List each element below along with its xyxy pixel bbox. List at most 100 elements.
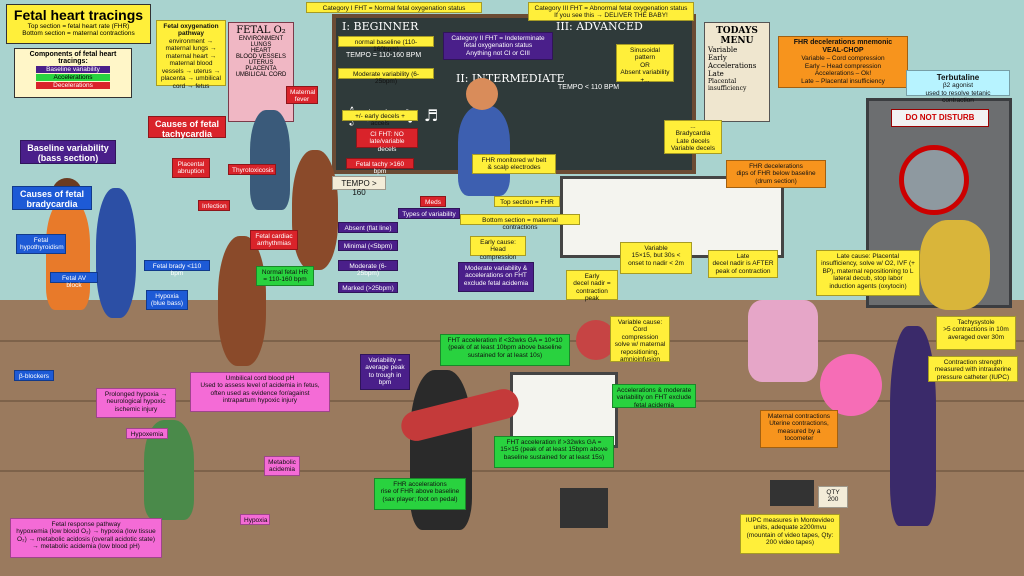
conductor-head <box>466 78 498 110</box>
thyrotoxicosis-note: Thyrotoxicosis <box>228 164 276 175</box>
menu-item: Placental insufficiency <box>708 78 747 92</box>
board-advanced: III: ADVANCED <box>556 20 643 33</box>
tuba-icon <box>920 220 990 310</box>
blue-bass-icon <box>96 188 136 318</box>
late-decel-note: Late decel nadir is AFTER peak of contra… <box>708 250 778 278</box>
category3-note: Category III FHT = Abnormal fetal oxygen… <box>528 2 694 21</box>
umbilical-note: Umbilical cord blood pH Used to assess l… <box>190 372 330 412</box>
component-chip: Accelerations <box>36 74 110 81</box>
beta-blockers-note: β-blockers <box>14 370 54 381</box>
poster-item: LUNGS <box>250 42 272 48</box>
components-heading: Components of fetal heart tracings: <box>29 51 117 65</box>
video-tapes-icon <box>770 480 814 506</box>
drum-icon <box>748 300 818 382</box>
bass-icon <box>292 150 338 270</box>
poster-item: UTERUS <box>248 60 274 66</box>
menu-item: Late <box>708 70 724 78</box>
menu-board: TODAYS MENU Variable Early Accelerations… <box>704 22 770 122</box>
board-tempo-right: TEMPO < 110 BPM <box>558 84 620 91</box>
board-beginner: I: BEGINNER <box>342 20 419 33</box>
ci-fht-note: CI FHT: NO late/variable decels <box>356 128 418 153</box>
moderate-note: Moderate (6-25bpm) <box>338 260 398 277</box>
menu-item: Accelerations <box>708 62 757 70</box>
veal-chop-note: FHR decelerations mnemonic VEAL-CHOP Var… <box>778 36 908 88</box>
poster-item: PLACENTA <box>245 66 277 72</box>
types-variability-note: Types of variability <box>398 208 460 219</box>
snare-icon <box>576 320 616 360</box>
top-section-note: Top section = FHR <box>494 196 560 207</box>
variable-decel-note: Variable 15×15, but 30s < onset to nadir… <box>620 242 692 274</box>
board-tempo-left: TEMPO = 110-160 BPM <box>346 52 422 59</box>
fetal-av-block-note: Fetal AV block <box>50 272 98 289</box>
hypoxia-blue-note: Hypoxia (blue bass) <box>146 290 188 310</box>
veal-chop-line: Accelerations – Ok! <box>814 70 872 78</box>
floor-line <box>0 470 1024 472</box>
accel-over32-note: FHT acceleration if >32wks GA = 15×15 (p… <box>494 436 614 468</box>
fetal-brady-note: Fetal brady <110 bpm <box>144 260 210 277</box>
poster-title: FETAL O₂ <box>236 25 286 36</box>
bass-player-figure <box>46 200 90 310</box>
veal-chop-line: Late – Placental insufficiency <box>801 77 885 85</box>
component-chip: Decelerations <box>36 82 110 89</box>
accelerations-note: Accelerations & moderate variability on … <box>612 384 696 409</box>
oxygenation-text: environment → maternal lungs → maternal … <box>161 37 221 90</box>
category1-note: Category I FHT = Normal fetal oxygenatio… <box>306 2 482 13</box>
terbutaline-text: β2 agonist used to resolve tetanic contr… <box>925 82 991 105</box>
infection-note: Infection <box>198 200 230 211</box>
normal-baseline-note: normal baseline (110-160bpm) <box>338 36 434 53</box>
menu-item: Early <box>708 54 727 62</box>
fhr-accels-note: FHR accelerations rise of FHR above base… <box>374 478 466 510</box>
accel-sheet <box>510 372 618 448</box>
menu-heading: TODAYS MENU <box>716 26 758 46</box>
fetal-hypothyroidism-note: Fetal hypothyroidism <box>16 234 66 254</box>
amplifier-icon <box>560 488 608 528</box>
early-decel-note: Early decel nadir = contraction peak <box>566 270 618 302</box>
no-entry-icon <box>899 145 969 215</box>
menu-item: Variable <box>708 46 738 54</box>
absent-note: Absent (flat line) <box>338 222 398 233</box>
poster-item: UMBILICAL CORD <box>235 72 287 78</box>
fhr-decels-note: FHR decelerations dips of FHR below base… <box>726 160 826 188</box>
title-line: Top section = fetal heart rate (FHR) <box>27 23 130 30</box>
accel-under32-note: FHT acceleration if <32wks GA = 10×10 (p… <box>440 334 570 366</box>
marked-note: Marked (>25bpm) <box>338 282 398 293</box>
meds-note: Meds <box>420 196 446 207</box>
cello-icon <box>218 236 266 366</box>
iupc-montevideo-note: IUPC measures in Montevideo units, adequ… <box>740 514 840 554</box>
baseline-variability-label: Baseline variability (bass section) <box>20 140 116 164</box>
pink-ball-icon <box>820 354 882 416</box>
normal-fetal-hr-note: Normal fetal HR = 110-160 bpm <box>256 266 314 286</box>
conductor-figure <box>458 106 510 196</box>
poster-item: ENVIRONMENT <box>238 36 284 42</box>
terbutaline-note: Terbutaline β2 agonist used to resolve t… <box>906 70 1010 104</box>
poster-item: BLOOD VESSELS <box>235 54 287 60</box>
iupc-strength-note: Contraction strength measured with intra… <box>928 356 1018 382</box>
early-decels-note: +/- early decels + accels <box>342 110 418 127</box>
veal-chop-heading: FHR decelerations mnemonic VEAL-CHOP <box>793 39 893 55</box>
oxygenation-note: Fetal oxygenation pathway environment → … <box>156 20 226 90</box>
fhr-monitored-note: FHR monitored w/ belt & scalp electrodes <box>472 154 556 174</box>
tempo-sign: TEMPO > 160 <box>332 176 386 197</box>
do-not-disturb-sign: DO NOT DISTURB <box>891 109 989 127</box>
title-box: Fetal heart tracings Top section = fetal… <box>6 4 151 44</box>
fetal-cardiac-note: Fetal cardiac arrhythmias <box>250 230 298 250</box>
placental-abruption-note: Placental abruption <box>172 158 210 178</box>
maternal-fever-note: Maternal fever <box>286 86 318 104</box>
component-chip: Baseline variability <box>36 66 110 73</box>
advanced-list-note: ... Bradycardia Late decels Variable dec… <box>664 120 722 154</box>
variability-def-note: Variability = average peak to trough in … <box>360 354 410 390</box>
oxygenation-heading: Fetal oxygenation pathway <box>163 23 219 38</box>
qty-box-label: QTY 200 <box>818 486 848 508</box>
poster-item: HEART <box>250 48 272 54</box>
early-cause-note: Early cause: Head compression <box>470 236 526 261</box>
metabolic-acidemia-note: Metabolic acidemia <box>264 456 300 476</box>
causes-tachy-label: Causes of fetal tachycardia <box>148 116 226 139</box>
sinusoidal-note: Sinusoidal pattern OR Absent variability… <box>616 44 674 84</box>
category2-note: Category II FHT = Indeterminate fetal ox… <box>443 32 553 60</box>
veal-chop-line: Early – Head compression <box>804 62 882 70</box>
fetal-o2-poster: FETAL O₂ ENVIRONMENT LUNGS HEART BLOOD V… <box>228 22 294 122</box>
bottom-section-note: Bottom section = maternal contractions <box>460 214 580 231</box>
moderate-var-note: Moderate variability & accelerations on … <box>458 262 534 292</box>
cellist-figure <box>250 110 290 210</box>
